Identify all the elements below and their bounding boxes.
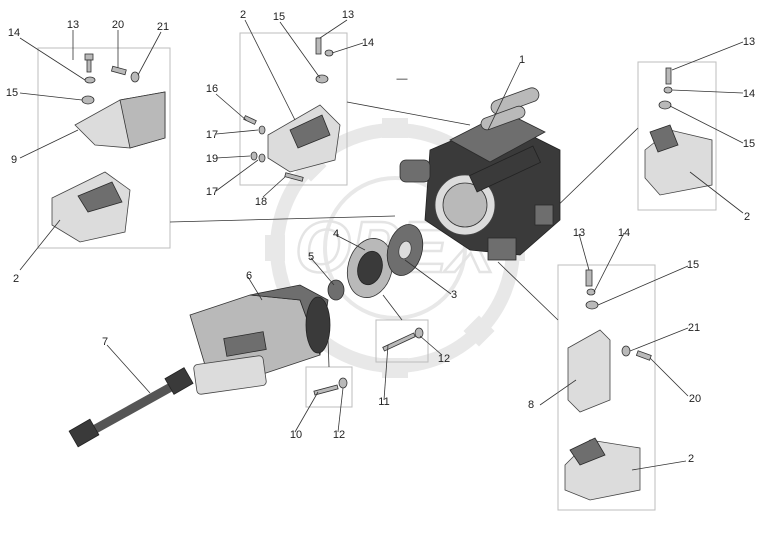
connector-line bbox=[169, 215, 396, 223]
callout-6: 6 bbox=[246, 270, 252, 282]
gearbox-assembly bbox=[189, 284, 331, 395]
callout-14: 14 bbox=[362, 37, 374, 49]
washer-12-upper bbox=[414, 327, 424, 339]
washer-right-top-14 bbox=[663, 86, 673, 94]
bolt-left-20 bbox=[110, 65, 127, 76]
washer-top-17a bbox=[258, 125, 266, 135]
bolt-top-16 bbox=[243, 115, 257, 125]
callout-14: 14 bbox=[743, 88, 755, 100]
release-bearing bbox=[327, 279, 345, 301]
bolt-right-top-13 bbox=[665, 67, 672, 85]
washer-left-21 bbox=[130, 71, 140, 83]
callout-15: 15 bbox=[743, 138, 755, 150]
washer-top-17b bbox=[258, 153, 266, 163]
bolt-right-bottom-13 bbox=[585, 269, 593, 287]
callout-12: 12 bbox=[438, 353, 450, 365]
washer-right-top-15 bbox=[658, 100, 672, 110]
engine-mount-top bbox=[267, 104, 341, 173]
bolt-10 bbox=[313, 384, 339, 396]
frame-right-bottom-mount bbox=[557, 264, 656, 511]
washer-right-bottom-14 bbox=[586, 288, 596, 296]
callout-14: 14 bbox=[618, 227, 630, 239]
frame-left-mount bbox=[37, 47, 171, 249]
callout-13: 13 bbox=[573, 227, 585, 239]
bolt-left-13 bbox=[84, 53, 94, 73]
callout-15: 15 bbox=[687, 259, 699, 271]
callout-13: 13 bbox=[342, 9, 354, 21]
callout-9: 9 bbox=[11, 154, 17, 166]
clutch-disc bbox=[386, 224, 424, 276]
callout-dash: — bbox=[397, 73, 408, 85]
callout-13: 13 bbox=[743, 36, 755, 48]
callout-15: 15 bbox=[273, 11, 285, 23]
callout-20: 20 bbox=[689, 393, 701, 405]
flywheel bbox=[346, 238, 394, 298]
washer-right-bottom-15 bbox=[585, 300, 599, 310]
callout-3: 3 bbox=[451, 289, 457, 301]
callout-7: 7 bbox=[102, 336, 108, 348]
callout-8: 8 bbox=[528, 399, 534, 411]
washer-left-15 bbox=[81, 95, 95, 105]
callout-17: 17 bbox=[206, 129, 218, 141]
callout-19: 19 bbox=[206, 153, 218, 165]
washer-right-bottom-21 bbox=[621, 345, 631, 357]
bracket-left bbox=[74, 91, 166, 149]
callout-2: 2 bbox=[240, 9, 246, 21]
callout-1: 1 bbox=[519, 54, 525, 66]
frame-right-top-mount bbox=[637, 61, 717, 211]
callout-21: 21 bbox=[688, 322, 700, 334]
bolt-11 bbox=[382, 332, 416, 352]
callout-2: 2 bbox=[13, 273, 19, 285]
callout-2: 2 bbox=[744, 211, 750, 223]
washer-12-lower bbox=[338, 377, 348, 389]
engine-mount-right-top bbox=[644, 124, 713, 196]
connector-line bbox=[497, 261, 559, 321]
connector-line bbox=[346, 101, 471, 126]
frame-top-mount bbox=[239, 32, 348, 186]
callout-15: 15 bbox=[6, 87, 18, 99]
connector-line bbox=[547, 127, 639, 216]
washer-top-14 bbox=[324, 49, 334, 57]
connector-line bbox=[382, 294, 403, 321]
washer-left-14 bbox=[84, 76, 96, 84]
engine-mount-right-bottom bbox=[564, 437, 641, 501]
leader-lines bbox=[19, 19, 744, 471]
callout-10: 10 bbox=[290, 429, 302, 441]
callout-13: 13 bbox=[67, 19, 79, 31]
callout-11: 11 bbox=[378, 396, 389, 408]
bolt-top-13 bbox=[315, 37, 322, 55]
callout-20: 20 bbox=[112, 19, 124, 31]
callout-4: 4 bbox=[333, 228, 339, 240]
pin-top-18 bbox=[284, 172, 304, 182]
bolt-right-bottom-20 bbox=[635, 350, 652, 361]
callout-21: 21 bbox=[157, 21, 169, 33]
callout-18: 18 bbox=[255, 196, 267, 208]
callout-17: 17 bbox=[206, 186, 218, 198]
propeller-shaft bbox=[68, 367, 194, 448]
callout-2: 2 bbox=[688, 453, 694, 465]
callout-16: 16 bbox=[206, 83, 218, 95]
engine-assembly bbox=[399, 87, 561, 261]
washer-top-19 bbox=[250, 151, 258, 161]
callout-14: 14 bbox=[8, 27, 20, 39]
washer-top-15 bbox=[315, 74, 329, 84]
callout-12: 12 bbox=[333, 429, 345, 441]
bracket-right bbox=[567, 329, 611, 413]
engine-mount-left bbox=[51, 171, 131, 243]
callout-5: 5 bbox=[308, 251, 314, 263]
